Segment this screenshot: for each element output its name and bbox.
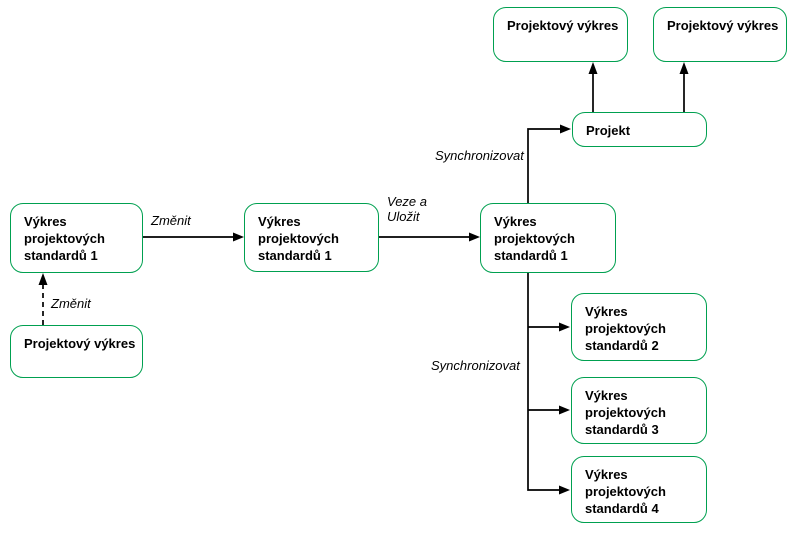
box-standards-drawing-3: Výkres projektových standardů 3: [571, 377, 707, 444]
edge-label-synchronizovat-project: Synchronizovat: [435, 148, 524, 163]
arrow-synchronizovat-project-line: [527, 128, 561, 203]
edge-label-veze-a-ulozit: Veze a Uložit: [387, 194, 427, 224]
arrow-project-to-drawing-2-head-icon: [679, 62, 689, 74]
box-standards-drawing-2: Výkres projektových standardů 2: [571, 293, 707, 361]
arrow-zmenit-dashed-head-icon: [38, 273, 48, 285]
arrow-zmenit-head-icon: [233, 232, 244, 242]
arrow-synchronizovat-std2-head-icon: [559, 322, 570, 332]
box-project-drawing-top-2: Projektový výkres: [653, 7, 787, 62]
box-standards-drawing-1-central: Výkres projektových standardů 1: [480, 203, 616, 273]
box-project-drawing-source: Projektový výkres: [10, 325, 143, 378]
box-project: Projekt: [572, 112, 707, 147]
arrow-veze-ulozit-head-icon: [469, 232, 480, 242]
box-standards-drawing-1-source: Výkres projektových standardů 1: [10, 203, 143, 273]
arrow-synchronizovat-std4-line: [527, 273, 560, 491]
box-standards-drawing-1-copy: Výkres projektových standardů 1: [244, 203, 379, 272]
edge-label-zmenit-dashed: Změnit: [51, 296, 91, 311]
edge-label-zmenit-horizontal: Změnit: [151, 213, 191, 228]
arrow-synchronizovat-std4-head-icon: [559, 485, 570, 495]
edge-label-synchronizovat-standards: Synchronizovat: [431, 358, 520, 373]
arrow-project-to-drawing-1-head-icon: [588, 62, 598, 74]
box-project-drawing-top-1: Projektový výkres: [493, 7, 628, 62]
box-standards-drawing-4: Výkres projektových standardů 4: [571, 456, 707, 523]
arrow-synchronizovat-std3-head-icon: [559, 405, 570, 415]
arrow-synchronizovat-project-head-icon: [560, 124, 571, 134]
